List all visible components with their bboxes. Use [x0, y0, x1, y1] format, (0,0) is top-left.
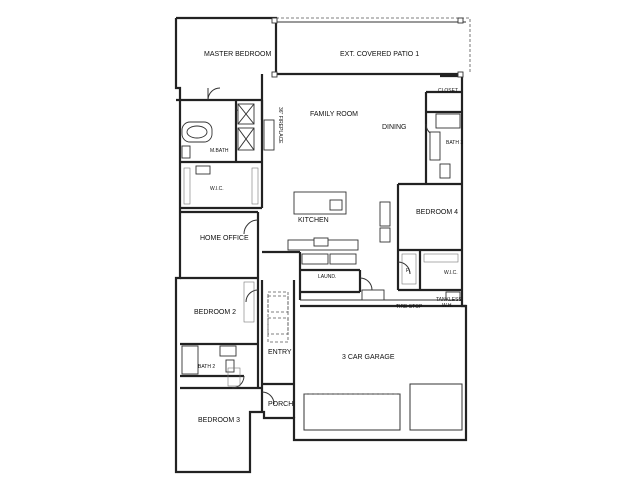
- label-tire-stop: TIRE STOP: [396, 304, 423, 310]
- label-family-room: FAMILY ROOM: [310, 111, 358, 118]
- label-pantry: P.: [406, 268, 410, 274]
- room-labels: MASTER BEDROOM EXT. COVERED PATIO 1 CLOS…: [194, 51, 463, 424]
- label-laund: LAUND.: [318, 274, 336, 280]
- label-kitchen: KITCHEN: [298, 217, 329, 224]
- garage-doors: [303, 383, 463, 431]
- label-bedroom-3: BEDROOM 3: [198, 417, 240, 424]
- label-bedroom-4: BEDROOM 4: [416, 209, 458, 216]
- label-dining: DINING: [382, 124, 407, 131]
- label-home-office: HOME OFFICE: [200, 235, 249, 242]
- label-bath-3: BATH 3: [446, 140, 463, 146]
- patio-details: [271, 17, 464, 78]
- label-closet: CLOSET: [438, 88, 458, 94]
- label-garage: 3 CAR GARAGE: [342, 354, 395, 361]
- label-porch: PORCH: [268, 401, 293, 408]
- label-entry: ENTRY: [268, 349, 292, 356]
- label-master-bedroom: MASTER BEDROOM: [204, 51, 271, 58]
- master-bath-fixtures: [181, 103, 275, 205]
- label-ext-covered-patio: EXT. COVERED PATIO 1: [340, 51, 419, 58]
- label-wic: W.I.C.: [210, 186, 224, 192]
- kitchen-fixtures: [287, 191, 391, 265]
- bath2-fixtures: [181, 281, 255, 387]
- interior-walls: [176, 90, 466, 418]
- label-m-bath: M.BATH: [210, 148, 229, 154]
- label-wh: W.H.: [442, 303, 453, 309]
- label-bath-2: BATH 2: [198, 364, 215, 370]
- label-tankless: TANKLESS: [436, 297, 462, 303]
- bath3-fixtures: [401, 113, 461, 301]
- label-bedroom-2: BEDROOM 2: [194, 309, 236, 316]
- label-wc: W.I.C.: [444, 270, 458, 276]
- label-fireplace: 36" FIREPLACE: [277, 107, 283, 144]
- entry-details: [267, 289, 385, 343]
